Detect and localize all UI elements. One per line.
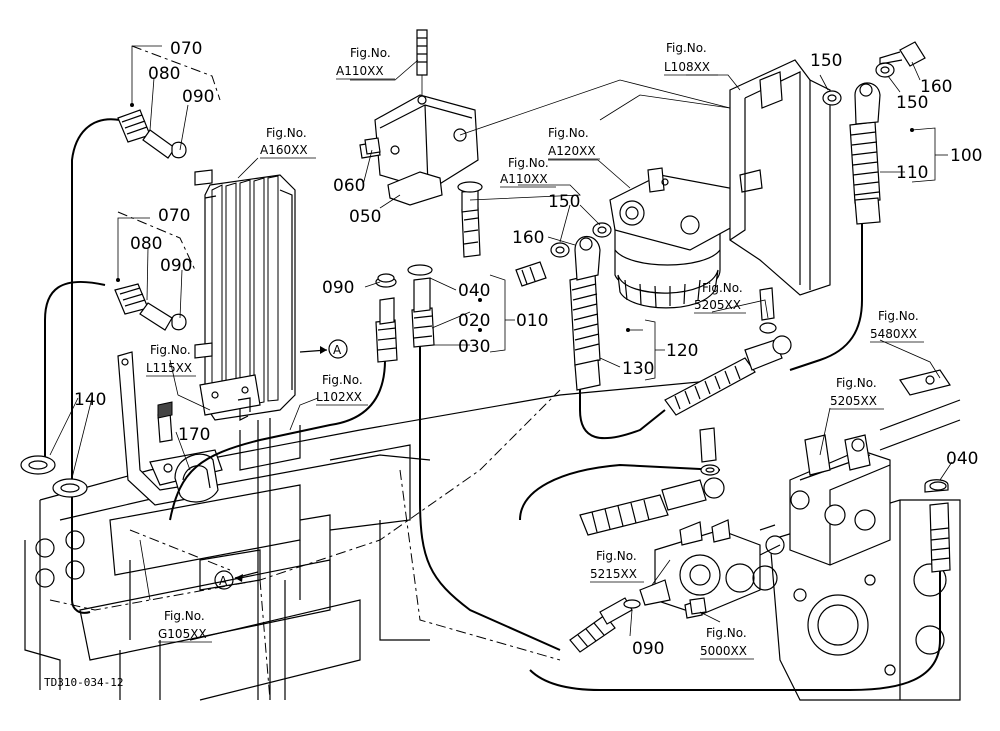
callout-a-top-label: A (333, 343, 342, 357)
part-number: 020 (458, 311, 490, 331)
part-number: 070 (158, 206, 190, 226)
part-number: 150 (810, 51, 842, 71)
fig-ref-code: 5215XX (590, 567, 637, 581)
fig-ref-code: L115XX (146, 361, 192, 375)
fig-ref-5000: Fig.No. 5000XX (700, 626, 754, 660)
fig-ref-code: 5205XX (694, 298, 741, 312)
fig-ref-l115: Fig.No. L115XX (146, 343, 196, 377)
hoses (44, 118, 941, 691)
fig-ref-code: 5205XX (830, 394, 877, 408)
part-number: 120 (666, 341, 698, 361)
fig-ref-label: Fig.No. (164, 609, 205, 623)
part-number: 090 (182, 87, 214, 107)
fig-ref-label: Fig.No. (350, 46, 391, 60)
fig-ref-code: 5480XX (870, 327, 917, 341)
part-number: 040 (946, 449, 978, 469)
callout-a-top: A (299, 339, 348, 359)
fig-ref-code: A110XX (336, 64, 384, 78)
fuel-filter (609, 167, 746, 309)
electric-fuel-pump (359, 29, 479, 206)
fig-ref-label: Fig.No. (548, 126, 589, 140)
part-number: 100 (950, 146, 982, 166)
drawing-code: TD310-034-12 (44, 676, 123, 689)
part-number: 080 (148, 64, 180, 84)
washers-bolts (20, 41, 947, 615)
fig-ref-5205-top: Fig.No. 5205XX (694, 281, 746, 314)
fig-ref-a110-top: Fig.No. A110XX (336, 46, 395, 80)
fig-ref-label: Fig.No. (706, 626, 747, 640)
part-number: 170 (178, 425, 210, 445)
fig-ref-label: Fig.No. (266, 126, 307, 140)
part-number: 150 (896, 93, 928, 113)
fig-ref-g105: Fig.No. G105XX (158, 609, 212, 643)
part-number: 160 (512, 228, 544, 248)
fig-ref-label: Fig.No. (878, 309, 919, 323)
part-number: 080 (130, 234, 162, 254)
feed-pump (639, 519, 778, 619)
fig-ref-code: A120XX (548, 144, 596, 158)
part-number: 140 (74, 390, 106, 410)
fig-ref-label: Fig.No. (666, 41, 707, 55)
fittings (114, 82, 951, 653)
part-number: 110 (896, 163, 928, 183)
part-number: 040 (458, 281, 490, 301)
fig-ref-l102: Fig.No. L102XX (316, 373, 368, 406)
part-number: 090 (322, 278, 354, 298)
fig-ref-code: L108XX (664, 60, 710, 74)
fig-ref-code: G105XX (158, 627, 207, 641)
dash-outline (49, 389, 561, 701)
fig-ref-label: Fig.No. (508, 156, 549, 170)
part-number: 070 (170, 39, 202, 59)
part-number: 130 (622, 359, 654, 379)
fig-ref-label: Fig.No. (836, 376, 877, 390)
oil-cooler (194, 169, 296, 421)
fig-ref-label: Fig.No. (596, 549, 637, 563)
part-numbers: 070 080 090 070 080 090 060 050 150 150 … (74, 39, 982, 659)
bracket-l108 (729, 59, 831, 296)
fig-ref-5215: Fig.No. 5215XX (590, 549, 644, 583)
part-number: 160 (920, 77, 952, 97)
leader-lines (49, 45, 953, 637)
engine-block (769, 369, 961, 701)
fig-ref-l108: Fig.No. L108XX (664, 41, 718, 76)
fig-ref-a160: Fig.No. A160XX (260, 126, 316, 159)
part-number: 150 (548, 192, 580, 212)
callout-a-bottom-label: A (219, 574, 228, 588)
fig-ref-code: 5000XX (700, 644, 747, 658)
injection-pump (759, 434, 891, 566)
cooler-bracket (199, 374, 261, 416)
part-number: 090 (160, 256, 192, 276)
fig-ref-a120: Fig.No. A120XX (548, 126, 600, 160)
fig-ref-code: L102XX (316, 390, 362, 404)
chassis-frame (24, 379, 721, 701)
part-number: 050 (349, 207, 381, 227)
callout-a-bottom: A (214, 570, 259, 590)
fig-ref-label: Fig.No. (322, 373, 363, 387)
part-number: 030 (458, 337, 490, 357)
fig-ref-code: A160XX (260, 143, 308, 157)
part-number: 010 (516, 311, 548, 331)
part-number: 090 (632, 639, 664, 659)
fig-ref-a110-mid: Fig.No. A110XX (500, 156, 556, 188)
fig-ref-label: Fig.No. (702, 281, 743, 295)
fig-ref-code: A110XX (500, 172, 548, 186)
part-number: 060 (333, 176, 365, 196)
fig-ref-label: Fig.No. (150, 343, 191, 357)
fig-ref-5480: Fig.No. 5480XX (870, 309, 924, 343)
fig-ref-5205-bottom: Fig.No. 5205XX (830, 376, 884, 410)
